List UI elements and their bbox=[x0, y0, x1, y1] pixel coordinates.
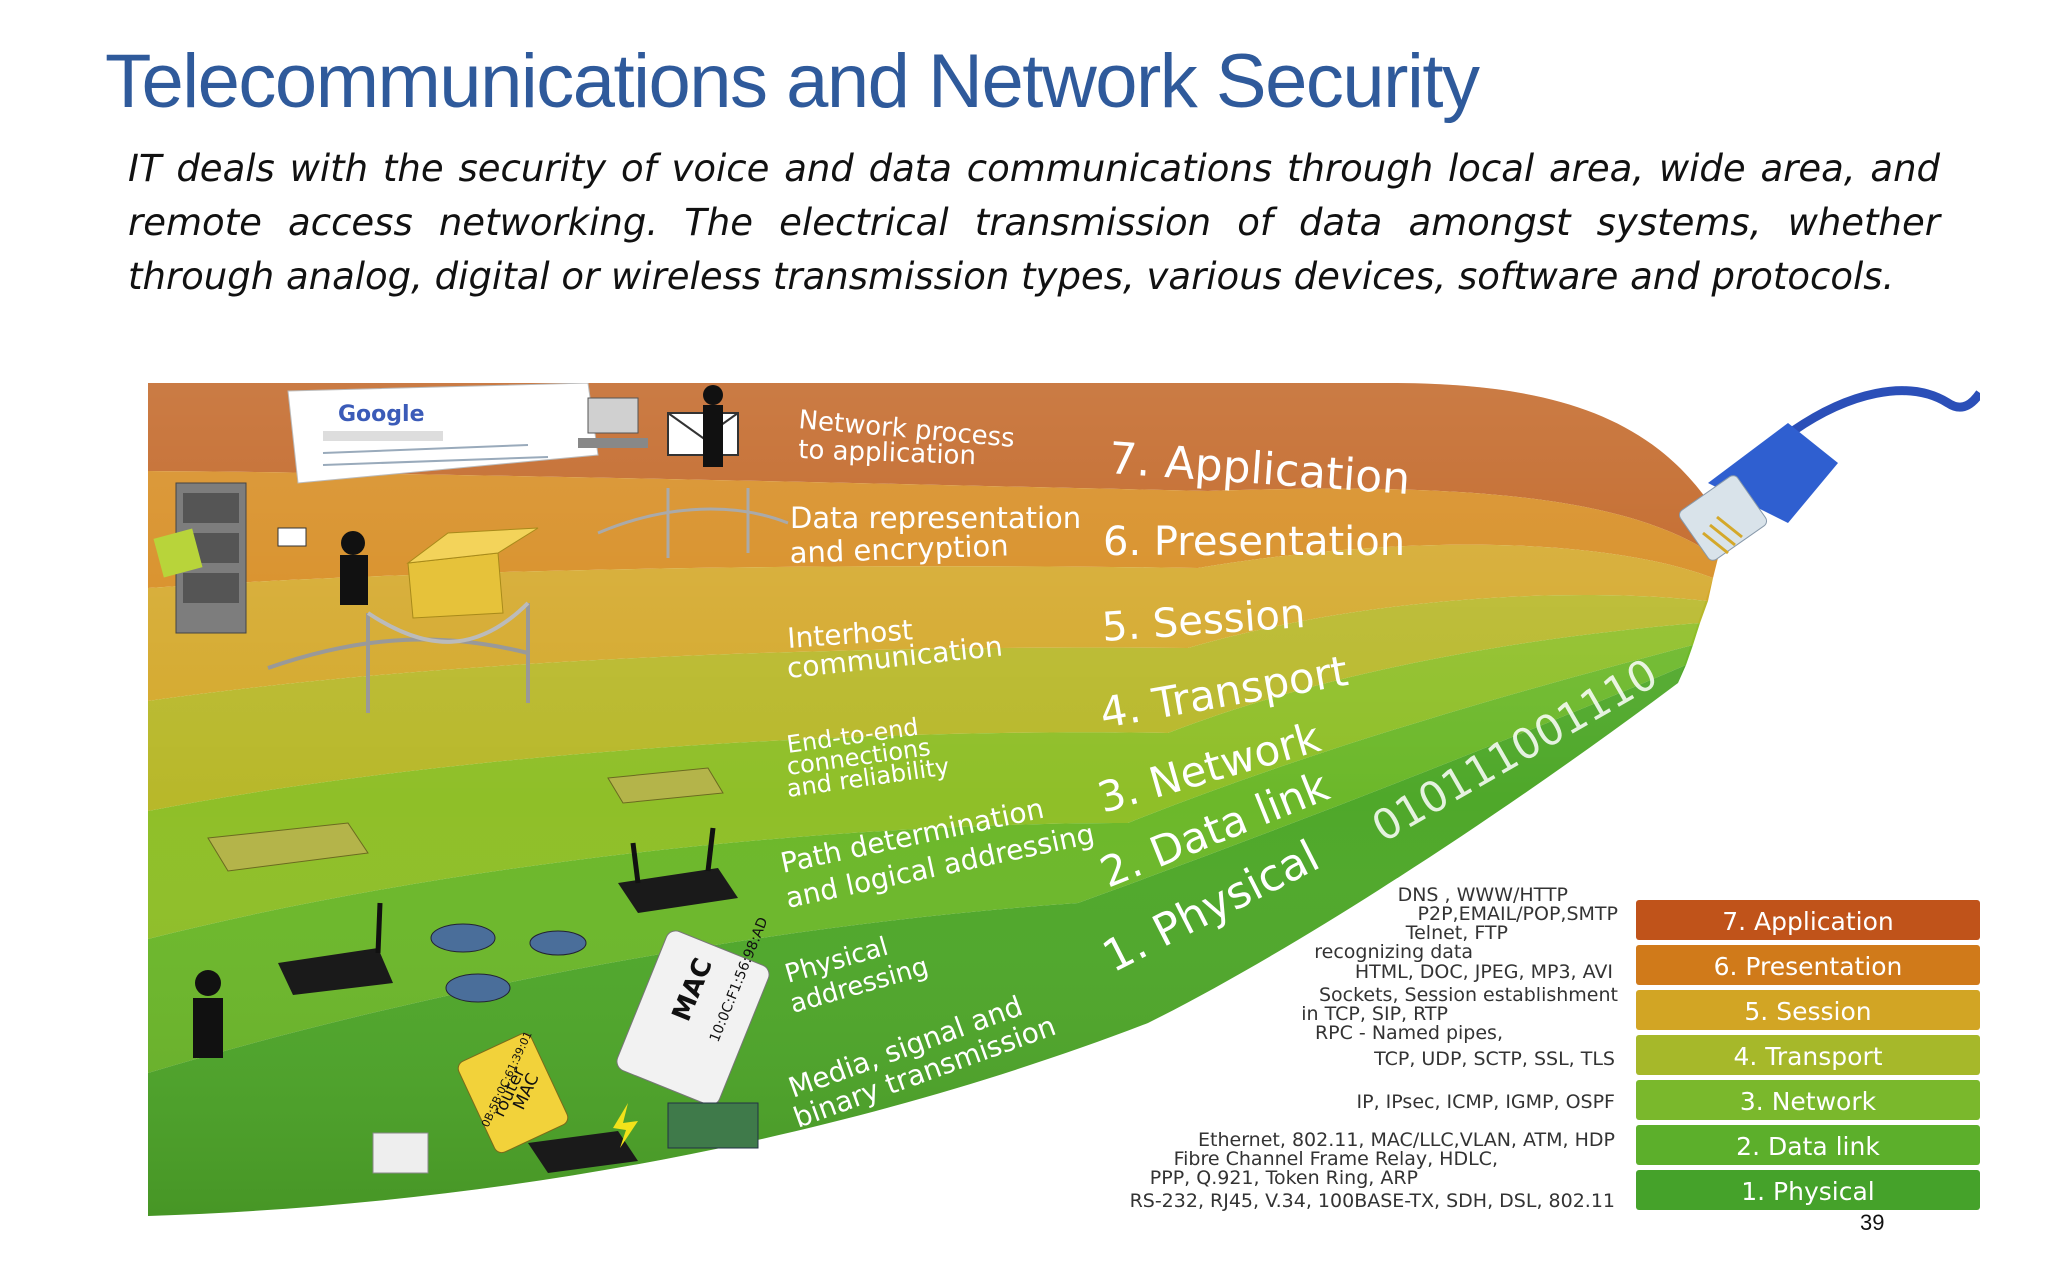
protocol-network: IP, IPsec, ICMP, IGMP, OSPF bbox=[1357, 1091, 1615, 1113]
legend-label-transport: 4. Transport bbox=[1733, 1042, 1882, 1071]
legend-label-physical: 1. Physical bbox=[1741, 1177, 1875, 1206]
page-number: 39 bbox=[1860, 1210, 1885, 1235]
protocol-physical: RS-232, RJ45, V.34, 100BASE-TX, SDH, DSL… bbox=[1130, 1190, 1615, 1212]
slide-title: Telecommunications and Network Security bbox=[105, 39, 1480, 124]
protocol-data-link-2: Fibre Channel Frame Relay, HDLC, bbox=[1174, 1148, 1498, 1170]
layer-descriptions: Network process to application Data repr… bbox=[778, 405, 1098, 1134]
browser-logo-text: Google bbox=[338, 402, 425, 427]
rj45-plug bbox=[1678, 475, 1768, 561]
protocol-transport: TCP, UDP, SCTP, SSL, TLS bbox=[1373, 1048, 1615, 1070]
computer-user-icon bbox=[578, 385, 739, 467]
slide-description: IT deals with the security of voice and … bbox=[128, 147, 1940, 298]
cable-wire bbox=[1790, 386, 1980, 435]
bridge-icon bbox=[267, 601, 530, 713]
cable-connectors bbox=[372, 1102, 759, 1174]
legend-label-application: 7. Application bbox=[1722, 907, 1893, 936]
desc-presentation-2: and encryption bbox=[789, 528, 1009, 570]
layer-name-presentation: 6. Presentation bbox=[1103, 519, 1405, 565]
browser-window-icon: Google bbox=[287, 383, 599, 484]
osi-cable-illustration: Google bbox=[148, 383, 1980, 1216]
legend-swatch-transport bbox=[1636, 1035, 1980, 1075]
person-envelope-icon bbox=[277, 527, 368, 605]
desc-application-2: to application bbox=[798, 435, 977, 471]
legend-swatch-data-link bbox=[1636, 1125, 1980, 1165]
protocol-application-1: DNS , WWW/HTTP bbox=[1398, 884, 1568, 906]
protocol-data-link-1: Ethernet, 802.11, MAC/LLC,VLAN, ATM, HDP bbox=[1198, 1129, 1615, 1151]
legend-label-session: 5. Session bbox=[1744, 997, 1871, 1026]
file-cabinet-icon bbox=[153, 482, 247, 634]
mac-address-tag: MAC 10:0C:F1:56:98:AD bbox=[616, 915, 772, 1106]
legend-swatch-physical bbox=[1636, 1170, 1980, 1210]
band-shading bbox=[148, 383, 1728, 1216]
legend-label-data-link: 2. Data link bbox=[1736, 1132, 1880, 1161]
security-guard-icon bbox=[193, 970, 223, 1058]
legend-swatch-session bbox=[1636, 990, 1980, 1030]
legend-label-network: 3. Network bbox=[1740, 1087, 1877, 1116]
protocol-data-link-3: PPP, Q.921, Token Ring, ARP bbox=[1150, 1167, 1418, 1189]
legend-label-presentation: 6. Presentation bbox=[1714, 952, 1903, 981]
protocol-list: DNS , WWW/HTTP P2P,EMAIL/POP,SMTP Telnet… bbox=[1130, 884, 1618, 1212]
legend-swatch-presentation bbox=[1636, 945, 1980, 985]
layer-illustrations: Google bbox=[153, 383, 789, 1174]
protocol-session-3: RPC - Named pipes, bbox=[1315, 1022, 1503, 1044]
protocol-application-2: P2P,EMAIL/POP,SMTP bbox=[1418, 903, 1618, 925]
legend-swatch-network bbox=[1636, 1080, 1980, 1120]
protocol-application-3: Telnet, FTP bbox=[1405, 922, 1508, 944]
protocol-session-1: Sockets, Session establishment bbox=[1319, 984, 1618, 1006]
ethernet-cable bbox=[1678, 386, 1980, 561]
desc-presentation-1: Data representation bbox=[790, 501, 1081, 535]
open-box-icon bbox=[406, 527, 539, 619]
osi-model-figure: Google bbox=[148, 383, 1980, 1216]
protocol-presentation-2: HTML, DOC, JPEG, MP3, AVI bbox=[1355, 961, 1613, 983]
protocol-session-2: in TCP, SIP, RTP bbox=[1301, 1003, 1448, 1025]
protocol-presentation-1: recognizing data bbox=[1314, 941, 1473, 963]
network-switches bbox=[430, 923, 587, 1003]
layer-legend: 7. Application 6. Presentation 5. Sessio… bbox=[1636, 900, 1980, 1210]
router-devices bbox=[207, 767, 738, 995]
plug-pins bbox=[1702, 515, 1743, 555]
legend-swatch-application bbox=[1636, 900, 1980, 940]
bridge-icon-small bbox=[597, 488, 789, 558]
